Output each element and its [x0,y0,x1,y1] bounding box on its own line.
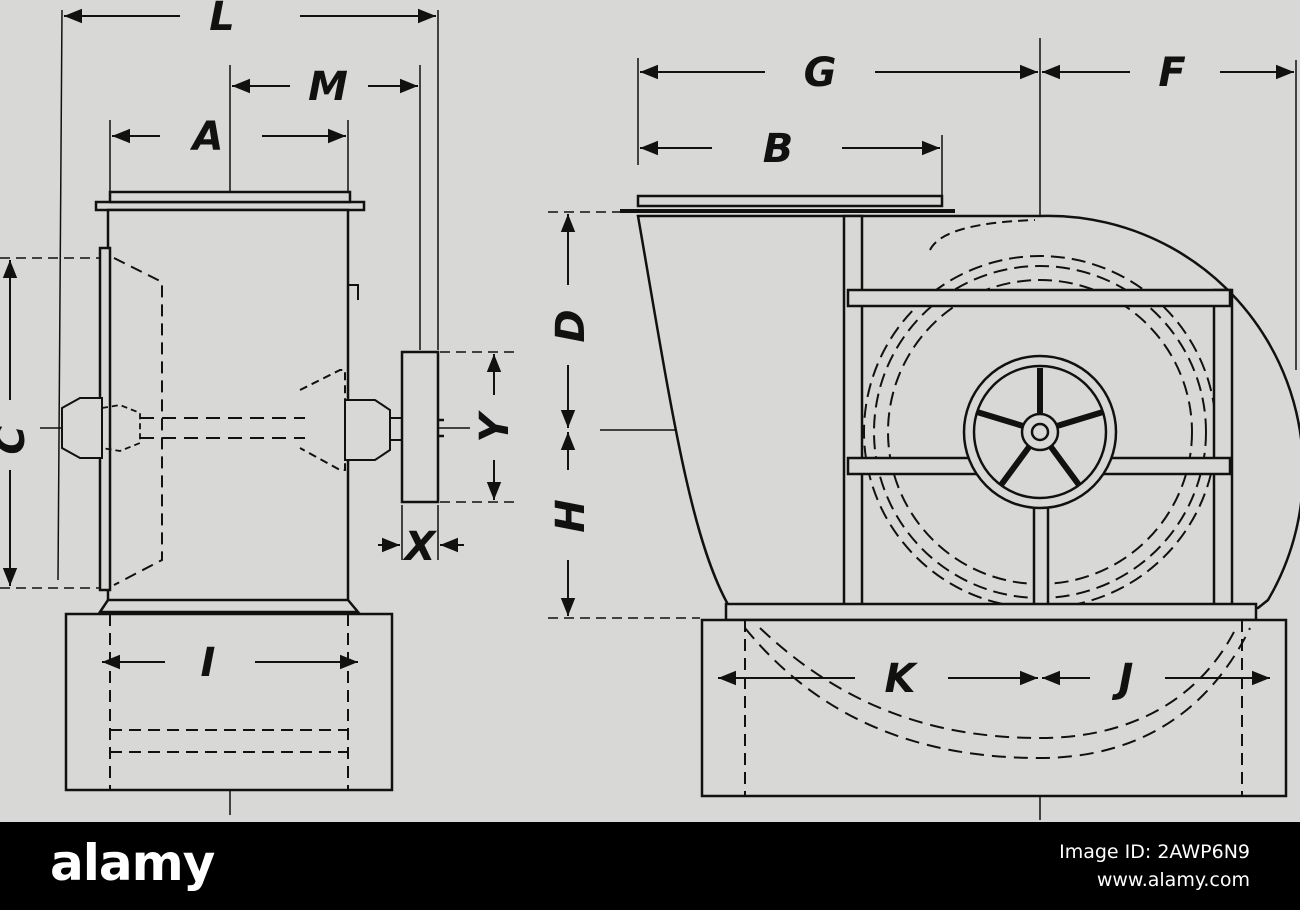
dimension-label-X: X [402,524,438,570]
dimension-label-H: H [548,499,594,532]
dimension-label-D: D [548,309,594,342]
alamy-logo[interactable]: alamy [50,834,215,892]
dimension-label-B: B [763,126,794,172]
dimension-label-K: K [885,656,919,702]
dimension-label-F: F [1158,50,1185,96]
dimension-label-L: L [209,0,235,40]
fan-technical-drawing: L M A C I Y X G F B D H K J [0,0,1300,822]
dimension-label-M: M [308,64,348,110]
dimension-label-Y: Y [472,409,518,442]
site-link[interactable]: www.alamy.com [1096,869,1250,891]
dimension-label-A: A [190,114,224,160]
dimension-label-I: I [201,640,216,686]
front-view [0,9,515,815]
dimension-label-G: G [804,50,837,96]
front-view-dimension-lines [2,8,502,670]
stock-photo-footer: alamy Image ID: 2AWP6N9 www.alamy.com [0,822,1300,910]
dimension-labels: L M A C I Y X G F B D H K J [0,0,1186,702]
image-id: Image ID: 2AWP6N9 [1059,841,1250,863]
dimension-label-C: C [0,425,34,454]
side-view-dimension-lines [560,64,1294,686]
side-view [548,38,1300,820]
image-info: Image ID: 2AWP6N9 www.alamy.com [1059,838,1250,894]
